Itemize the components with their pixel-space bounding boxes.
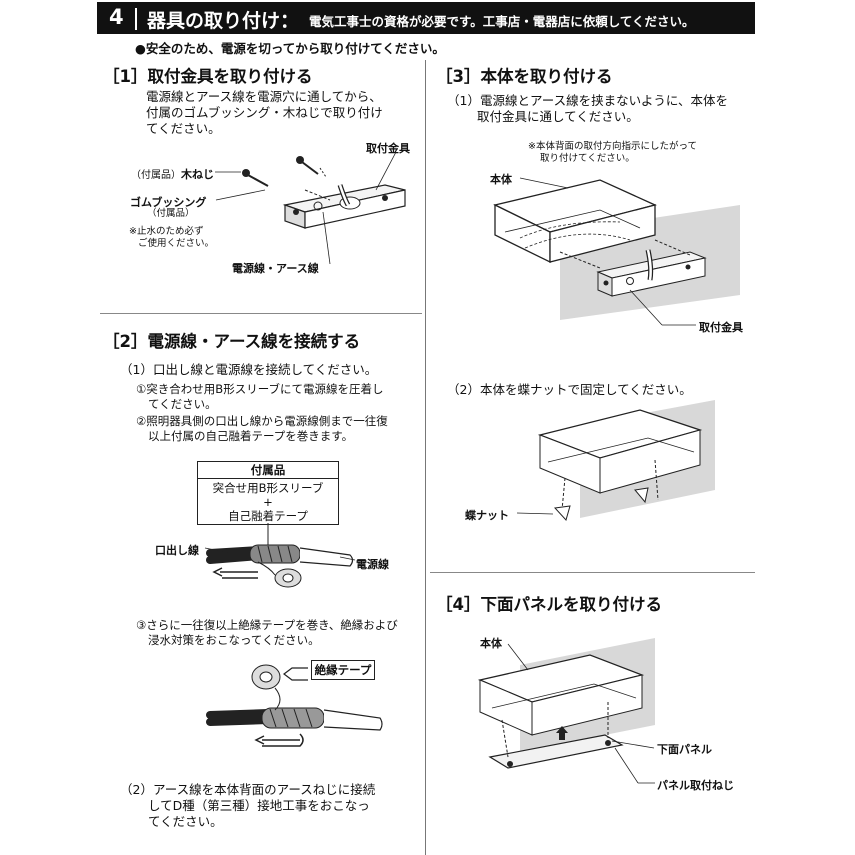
section2-sub2: ②照明器具側の口出し線から電源線側まで一往復 以上付属の自己融着テープを巻きます… — [136, 414, 388, 444]
wire-splice-drawing — [206, 544, 354, 588]
water-note: ※止水のため必ず ご使用ください。 — [129, 226, 214, 250]
bushing-note: （付属品） — [147, 208, 195, 219]
step2-line: してD種（第三種）接地工事をおこなっ — [148, 798, 370, 813]
fixture-fixed-drawing — [537, 409, 703, 521]
panel-screw-label: パネル取付ねじ — [657, 779, 734, 792]
accessory-title: 付属品 — [198, 462, 338, 479]
sub1-line: ①突き合わせ用B形スリーブにて電源線を圧着し — [136, 382, 384, 396]
fixture-with-panel-drawing — [477, 654, 645, 769]
section1-text-line: 付属のゴムブッシング・木ねじで取り付け — [146, 105, 383, 120]
lead-wire-label: 口出し線 — [155, 544, 199, 557]
s3-step1-line: 取付金具に通してください。 — [477, 109, 639, 124]
insulation-tape-drawing — [206, 664, 383, 747]
section-divider-right — [430, 572, 755, 573]
bushing-label: ゴムブッシング — [130, 196, 207, 209]
section1-text-line: 電源線とアース線を電源穴に通してから、 — [146, 89, 382, 104]
section3-step1: （1）電源線とアース線を挟まないように、本体を 取付金具に通してください。 — [447, 93, 728, 125]
step2-line: てください。 — [148, 814, 223, 829]
accessory-box: 付属品 突合せ用B形スリーブ + 自己融着テープ — [197, 461, 339, 525]
water-note-line: ※止水のため必ず — [129, 226, 204, 237]
s3-note-line: ※本体背面の取付方向指示にしたがって — [528, 141, 697, 152]
screw-label-group: （付属品）木ねじ — [131, 166, 214, 182]
wires-label: 電源線・アース線 — [232, 262, 319, 275]
step2-line: （2）アース線を本体背面のアースねじに接続 — [120, 782, 376, 797]
insulation-tape-label: 絶縁テープ — [311, 660, 375, 680]
sub2-line: 以上付属の自己融着テープを巻きます。 — [148, 429, 354, 443]
fixture-body-drawing — [493, 179, 657, 264]
section-number: 4 — [109, 5, 124, 29]
accessory-line: + — [263, 495, 273, 509]
accessory-prefix: （付属品） — [131, 170, 181, 181]
s3-note-line: 取り付けてください。 — [540, 153, 635, 164]
section-divider-left — [100, 313, 422, 314]
accessory-line: 突合せ用B形スリーブ — [212, 481, 324, 495]
section3-step2: （2）本体を蝶ナットで固定してください。 — [447, 382, 692, 397]
mounting-bracket-drawing — [559, 239, 707, 297]
body-label: 本体 — [490, 173, 512, 186]
water-note-line: ご使用ください。 — [138, 238, 215, 249]
page-title: 器具の取り付け： — [147, 10, 300, 32]
header-bar: 4 器具の取り付け： 電気工事士の資格が必要です。工事店・電器店に依頼してくださ… — [97, 2, 755, 34]
accessory-line: 自己融着テープ — [228, 509, 308, 523]
mounting-bracket-drawing — [282, 184, 406, 229]
section2-step2: （2）アース線を本体背面のアースねじに接続 してD種（第三種）接地工事をおこなっ… — [120, 782, 375, 830]
safety-notice: ●安全のため、電源を切ってから取り付けてください。 — [135, 41, 445, 56]
bracket-label: 取付金具 — [699, 321, 743, 334]
s3-step1-line: （1）電源線とアース線を挟まないように、本体を — [447, 93, 728, 108]
power-wire-label: 電源線 — [356, 558, 389, 571]
section4-heading: ［4］下面パネルを取り付ける — [436, 595, 662, 614]
sub3-line: 浸水対策をおこなってください。 — [148, 633, 320, 647]
body-label: 本体 — [480, 637, 502, 650]
wingnut-label: 蝶ナット — [465, 509, 509, 522]
section2-sub3: ③さらに一往復以上絶縁テープを巻き、絶縁および 浸水対策をおこなってください。 — [136, 618, 398, 648]
bracket-label: 取付金具 — [366, 142, 410, 155]
section2-heading: ［2］電源線・アース線を接続する — [103, 332, 361, 351]
wood-screw-label: 木ねじ — [181, 168, 214, 181]
panel-label: 下面パネル — [657, 743, 712, 756]
page-subtitle: 電気工事士の資格が必要です。工事店・電器店に依頼してください。 — [309, 14, 695, 29]
sub2-line: ②照明器具側の口出し線から電源線側まで一往復 — [136, 414, 388, 428]
section1-heading: ［1］取付金具を取り付ける — [103, 67, 313, 86]
section2-sub1: ①突き合わせ用B形スリーブにて電源線を圧着し てください。 — [136, 382, 384, 412]
wood-screw-drawing — [242, 156, 327, 187]
section3-note: ※本体背面の取付方向指示にしたがって 取り付けてください。 — [528, 141, 697, 165]
sub1-line: てください。 — [148, 397, 217, 411]
header-divider — [135, 8, 137, 30]
column-divider — [425, 60, 426, 855]
sub3-line: ③さらに一往復以上絶縁テープを巻き、絶縁および — [136, 618, 398, 632]
section1-text-line: てください。 — [146, 121, 221, 136]
section2-step1: （1）口出し線と電源線を接続してください。 — [120, 362, 378, 377]
section1-text: 電源線とアース線を電源穴に通してから、 付属のゴムブッシング・木ねじで取り付け … — [146, 89, 416, 137]
section3-heading: ［3］本体を取り付ける — [436, 67, 613, 86]
